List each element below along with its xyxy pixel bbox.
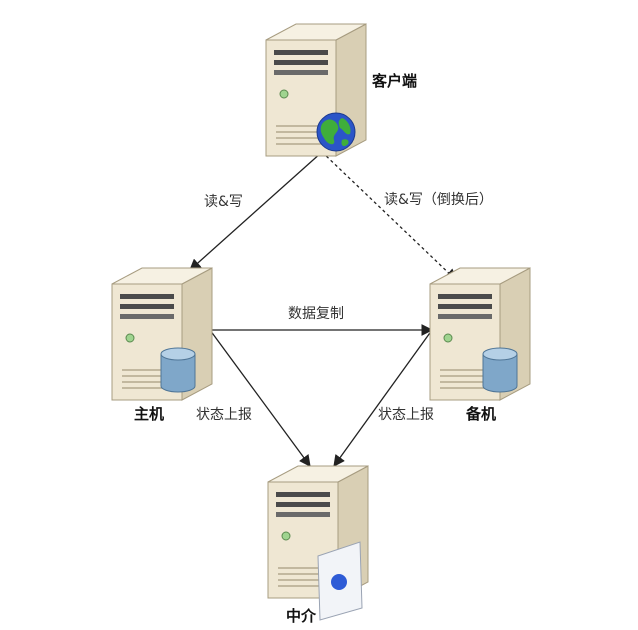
- database-icon: [482, 347, 518, 393]
- edge-client-to-backup: [321, 151, 457, 281]
- edge-client-to-primary: [189, 151, 323, 271]
- edge-label-replication: 数据复制: [288, 305, 344, 322]
- database-icon: [160, 347, 196, 393]
- edge-label-backup-report: 状态上报: [378, 407, 434, 423]
- edge-label-client-backup: 读&写（倒换后）: [384, 191, 493, 208]
- primary-label: 主机: [134, 405, 164, 423]
- backup-label: 备机: [465, 405, 496, 423]
- edge-label-client-primary: 读&写: [204, 193, 243, 210]
- client-node: [265, 23, 367, 157]
- edge-primary-to-arbiter: [209, 329, 311, 467]
- client-label: 客户端: [371, 72, 417, 90]
- backup-node: [429, 267, 531, 401]
- primary-node: [111, 267, 213, 401]
- badge-icon: [317, 541, 363, 621]
- globe-icon: [316, 112, 356, 152]
- arbiter-label: 中介: [286, 607, 317, 625]
- edge-backup-to-arbiter: [333, 329, 433, 467]
- edge-label-primary-report: 状态上报: [196, 407, 252, 423]
